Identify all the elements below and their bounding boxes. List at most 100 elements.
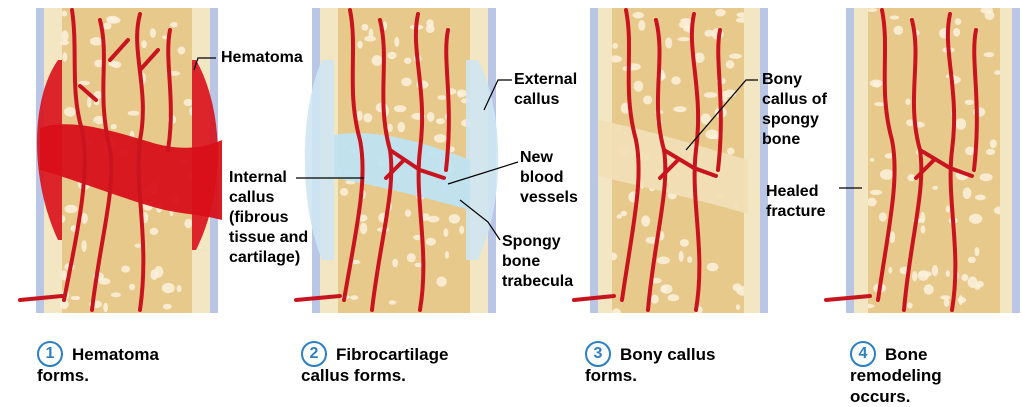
marrow-pore (458, 92, 463, 98)
marrow-pore (638, 20, 645, 31)
marrow-pore (958, 297, 966, 303)
marrow-pore (141, 40, 147, 48)
marrow-pore (103, 23, 111, 30)
marrow-pore (394, 37, 399, 47)
marrow-pore (350, 295, 358, 300)
marrow-pore (184, 219, 192, 229)
marrow-pore (184, 99, 193, 106)
internal-callus-label: Internal callus (fibrous tissue and cart… (229, 168, 308, 268)
marrow-pore (407, 253, 416, 262)
marrow-pore (980, 173, 993, 181)
marrow-pore (727, 148, 735, 155)
marrow-pore (870, 190, 882, 195)
marrow-pore (150, 28, 156, 38)
marrow-pore (990, 139, 997, 148)
marrow-pore (965, 100, 974, 105)
spongy-bone-trabecula-label: Spongy bone trabecula (502, 232, 573, 292)
marrow-pore (921, 225, 926, 233)
marrow-pore (128, 111, 140, 116)
marrow-pore (974, 247, 979, 256)
marrow-pore (953, 28, 960, 37)
marrow-pore (965, 147, 975, 156)
marrow-pore (150, 228, 159, 235)
marrow-pore (170, 22, 178, 27)
step-2-caption: Fibrocartilage callus forms. (301, 344, 448, 386)
marrow-pore (984, 52, 995, 57)
marrow-pore (641, 215, 650, 226)
marrow-pore (436, 118, 445, 124)
marrow-pore (404, 58, 411, 64)
marrow-pore (673, 106, 686, 112)
marrow-pore (968, 257, 976, 263)
marrow-pore (612, 308, 621, 317)
marrow-pore (428, 216, 440, 223)
marrow-pore (968, 277, 978, 288)
marrow-pore (680, 18, 691, 23)
marrow-pore (426, 19, 434, 27)
marrow-pore (880, 169, 894, 180)
marrow-pore (617, 214, 623, 218)
marrow-pore (946, 270, 950, 277)
marrow-pore (677, 37, 690, 41)
marrow-pore (969, 214, 982, 224)
marrow-pore (961, 274, 968, 281)
marrow-pore (955, 18, 962, 25)
marrow-pore (643, 95, 652, 104)
step-3-caption: Bony callus forms. (585, 344, 715, 386)
marrow-pore (445, 251, 449, 259)
marrow-pore (62, 11, 67, 17)
marrow-pore (867, 198, 877, 207)
marrow-pore (103, 303, 108, 312)
marrow-pore (955, 118, 966, 130)
marrow-pore (668, 294, 680, 301)
marrow-pore (111, 124, 117, 129)
marrow-pore (680, 239, 689, 247)
marrow-pore (361, 24, 368, 31)
step-1-caption: Hematoma forms. (37, 344, 159, 386)
marrow-pore (61, 30, 68, 41)
marrow-pore (687, 256, 692, 263)
external-callus-label: External callus (514, 70, 577, 110)
marrow-pore (394, 105, 406, 112)
marrow-pore (665, 37, 672, 48)
healed-fracture-label: Healed fracture (766, 182, 826, 222)
marrow-pore (369, 29, 374, 39)
marrow-pore (87, 97, 91, 108)
marrow-pore (932, 186, 938, 190)
marrow-pore (870, 80, 883, 88)
marrow-pore (905, 99, 910, 105)
step-4-caption: Bone remodeling occurs. (850, 344, 942, 407)
marrow-pore (372, 55, 383, 66)
marrow-pore (426, 238, 436, 246)
panel-4-bone (826, 7, 1020, 313)
marrow-pore (81, 213, 88, 224)
marrow-pore (932, 265, 938, 276)
marrow-pore (121, 266, 130, 273)
marrow-pore (111, 292, 121, 297)
marrow-pore (360, 223, 367, 234)
marrow-pore (924, 284, 934, 294)
marrow-pore (106, 16, 118, 22)
marrow-pore (975, 195, 986, 201)
panel-3-bone (574, 8, 768, 317)
marrow-pore (726, 60, 735, 68)
marrow-pore (392, 259, 398, 268)
marrow-pore (150, 269, 158, 280)
marrow-pore (61, 270, 67, 281)
marrow-pore (707, 263, 719, 272)
marrow-pore (870, 158, 875, 162)
marrow-pore (671, 76, 680, 84)
marrow-pore (634, 81, 644, 92)
marrow-pore (867, 8, 877, 12)
marrow-pore (427, 112, 435, 122)
marrow-pore (436, 277, 446, 287)
marrow-pore (657, 257, 670, 265)
marrow-pore (387, 52, 396, 59)
hematoma-label: Hematoma (221, 48, 303, 68)
marrow-pore (946, 206, 951, 213)
marrow-pore (661, 286, 667, 293)
marrow-pore (71, 296, 81, 300)
marrow-pore (129, 284, 135, 290)
new-blood-vessels-label: New blood vessels (520, 148, 578, 208)
marrow-pore (62, 52, 67, 61)
